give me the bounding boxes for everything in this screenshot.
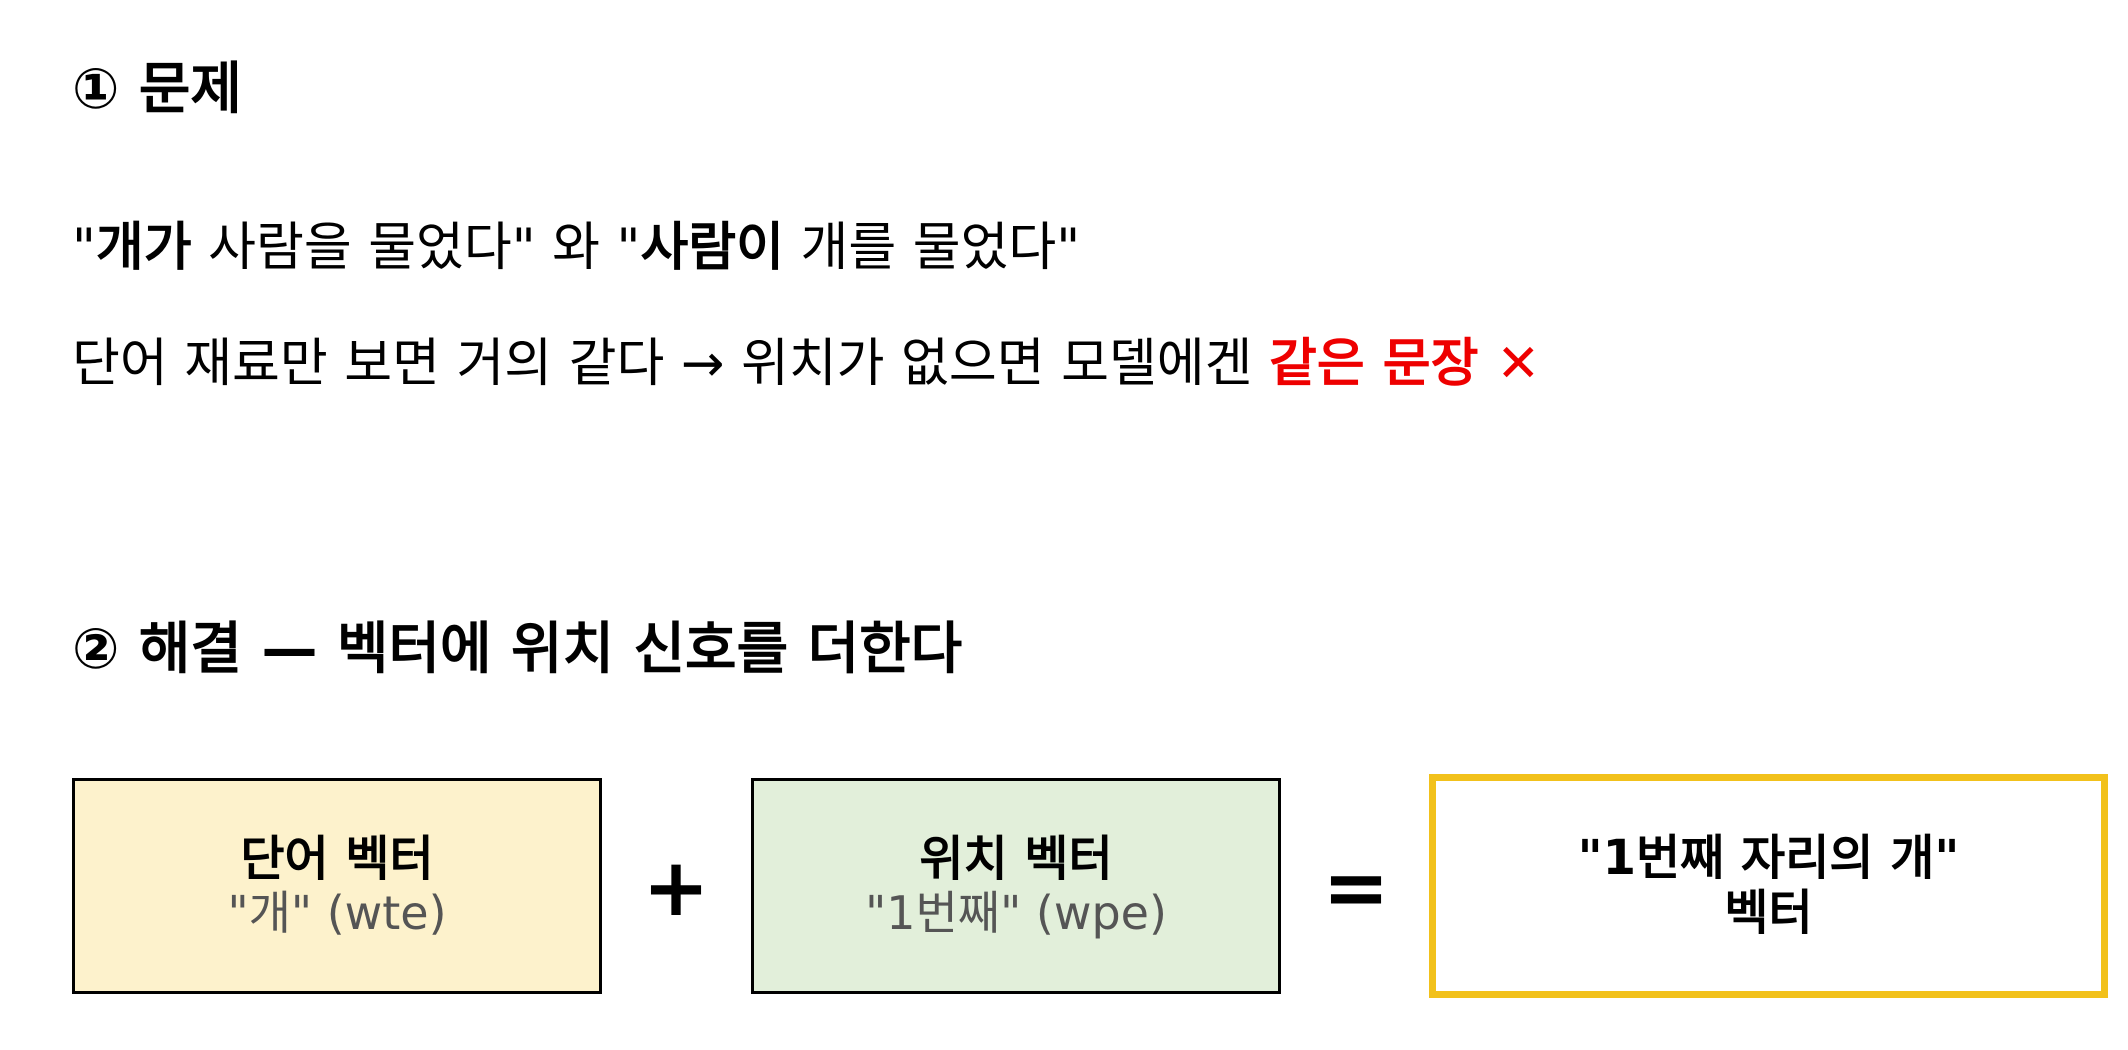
quote-open: " xyxy=(72,218,96,278)
result-vector-box: "1번째 자리의 개" 벡터 xyxy=(1429,774,2108,998)
plus-operator: + xyxy=(642,841,710,934)
subject-dog: 개가 xyxy=(95,218,192,278)
result-vector-line2: 벡터 xyxy=(1724,885,1813,941)
equals-operator: = xyxy=(1322,841,1390,934)
position-vector-sub: "1번째" (wpe) xyxy=(865,886,1167,941)
position-vector-title: 위치 벡터 xyxy=(919,830,1113,887)
result-vector-line1: "1번째 자리의 개" xyxy=(1577,829,1960,886)
problem-explanation: 단어 재료만 보면 거의 같다 → 위치가 없으면 모델에겐 같은 문장 ✕ xyxy=(72,338,1540,390)
word-vector-title: 단어 벡터 xyxy=(240,830,434,887)
sentence2-rest: 개를 물었다" xyxy=(783,218,1081,278)
position-vector-box: 위치 벡터 "1번째" (wpe) xyxy=(751,778,1281,994)
subject-person: 사람이 xyxy=(640,218,784,278)
explanation-text: 단어 재료만 보면 거의 같다 → 위치가 없으면 모델에겐 xyxy=(72,334,1269,394)
same-sentence-warning: 같은 문장 ✕ xyxy=(1268,334,1541,394)
word-vector-box: 단어 벡터 "개" (wte) xyxy=(72,778,602,994)
problem-heading: ① 문제 xyxy=(72,57,242,122)
solution-heading: ② 해결 — 벡터에 위치 신호를 더한다 xyxy=(72,617,963,682)
example-sentences: "개가 사람을 물었다" 와 "사람이 개를 물었다" xyxy=(72,222,1080,274)
word-vector-sub: "개" (wte) xyxy=(227,886,447,941)
sentence1-rest: 사람을 물었다" 와 " xyxy=(191,218,641,278)
